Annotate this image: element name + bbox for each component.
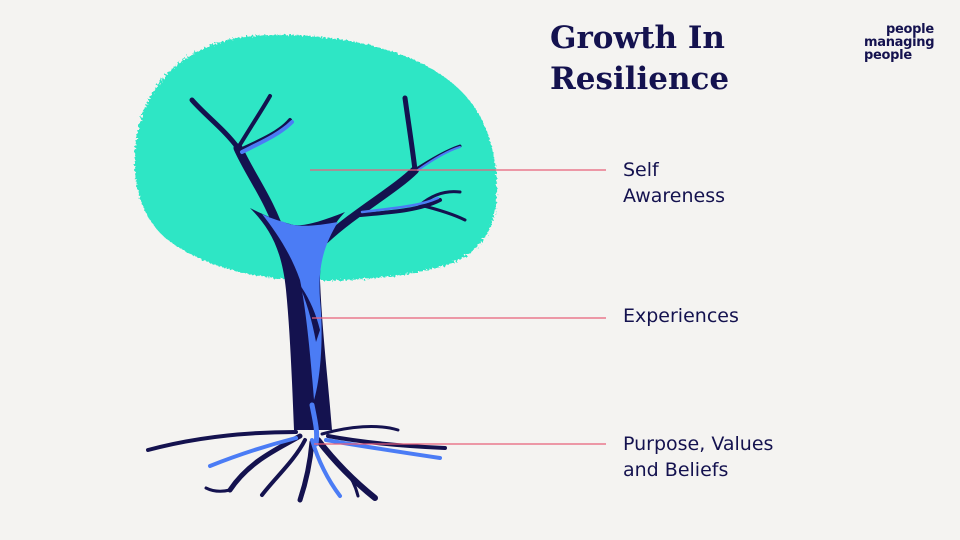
tree-roots <box>146 425 447 503</box>
title-line-1: Growth In <box>550 20 725 56</box>
logo-line-2: managing <box>864 35 935 50</box>
root-highlights <box>208 402 442 498</box>
page-title: Growth In Resilience <box>550 18 850 100</box>
branch-highlights <box>240 120 461 214</box>
label-self-awareness: Self Awareness <box>623 157 725 209</box>
logo-line-1: people <box>886 22 934 37</box>
label-experiences-line-1: Experiences <box>623 305 739 327</box>
trunk-crease <box>298 282 320 342</box>
brand-logo: people managing people <box>864 23 954 62</box>
label-purpose-values-beliefs: Purpose, Values and Beliefs <box>623 431 773 483</box>
title-line-2: Resilience <box>550 61 730 97</box>
trunk-highlight <box>262 214 338 400</box>
logo-line-3: people <box>864 48 912 63</box>
tree-trunk <box>250 208 345 430</box>
label-self-awareness-line-2: Awareness <box>623 185 726 207</box>
label-self-awareness-line-1: Self <box>623 159 659 181</box>
label-purpose-line-2: and Beliefs <box>623 459 729 481</box>
label-purpose-line-1: Purpose, Values <box>623 433 774 455</box>
label-experiences: Experiences <box>623 303 739 329</box>
pointer-lines <box>310 169 606 445</box>
